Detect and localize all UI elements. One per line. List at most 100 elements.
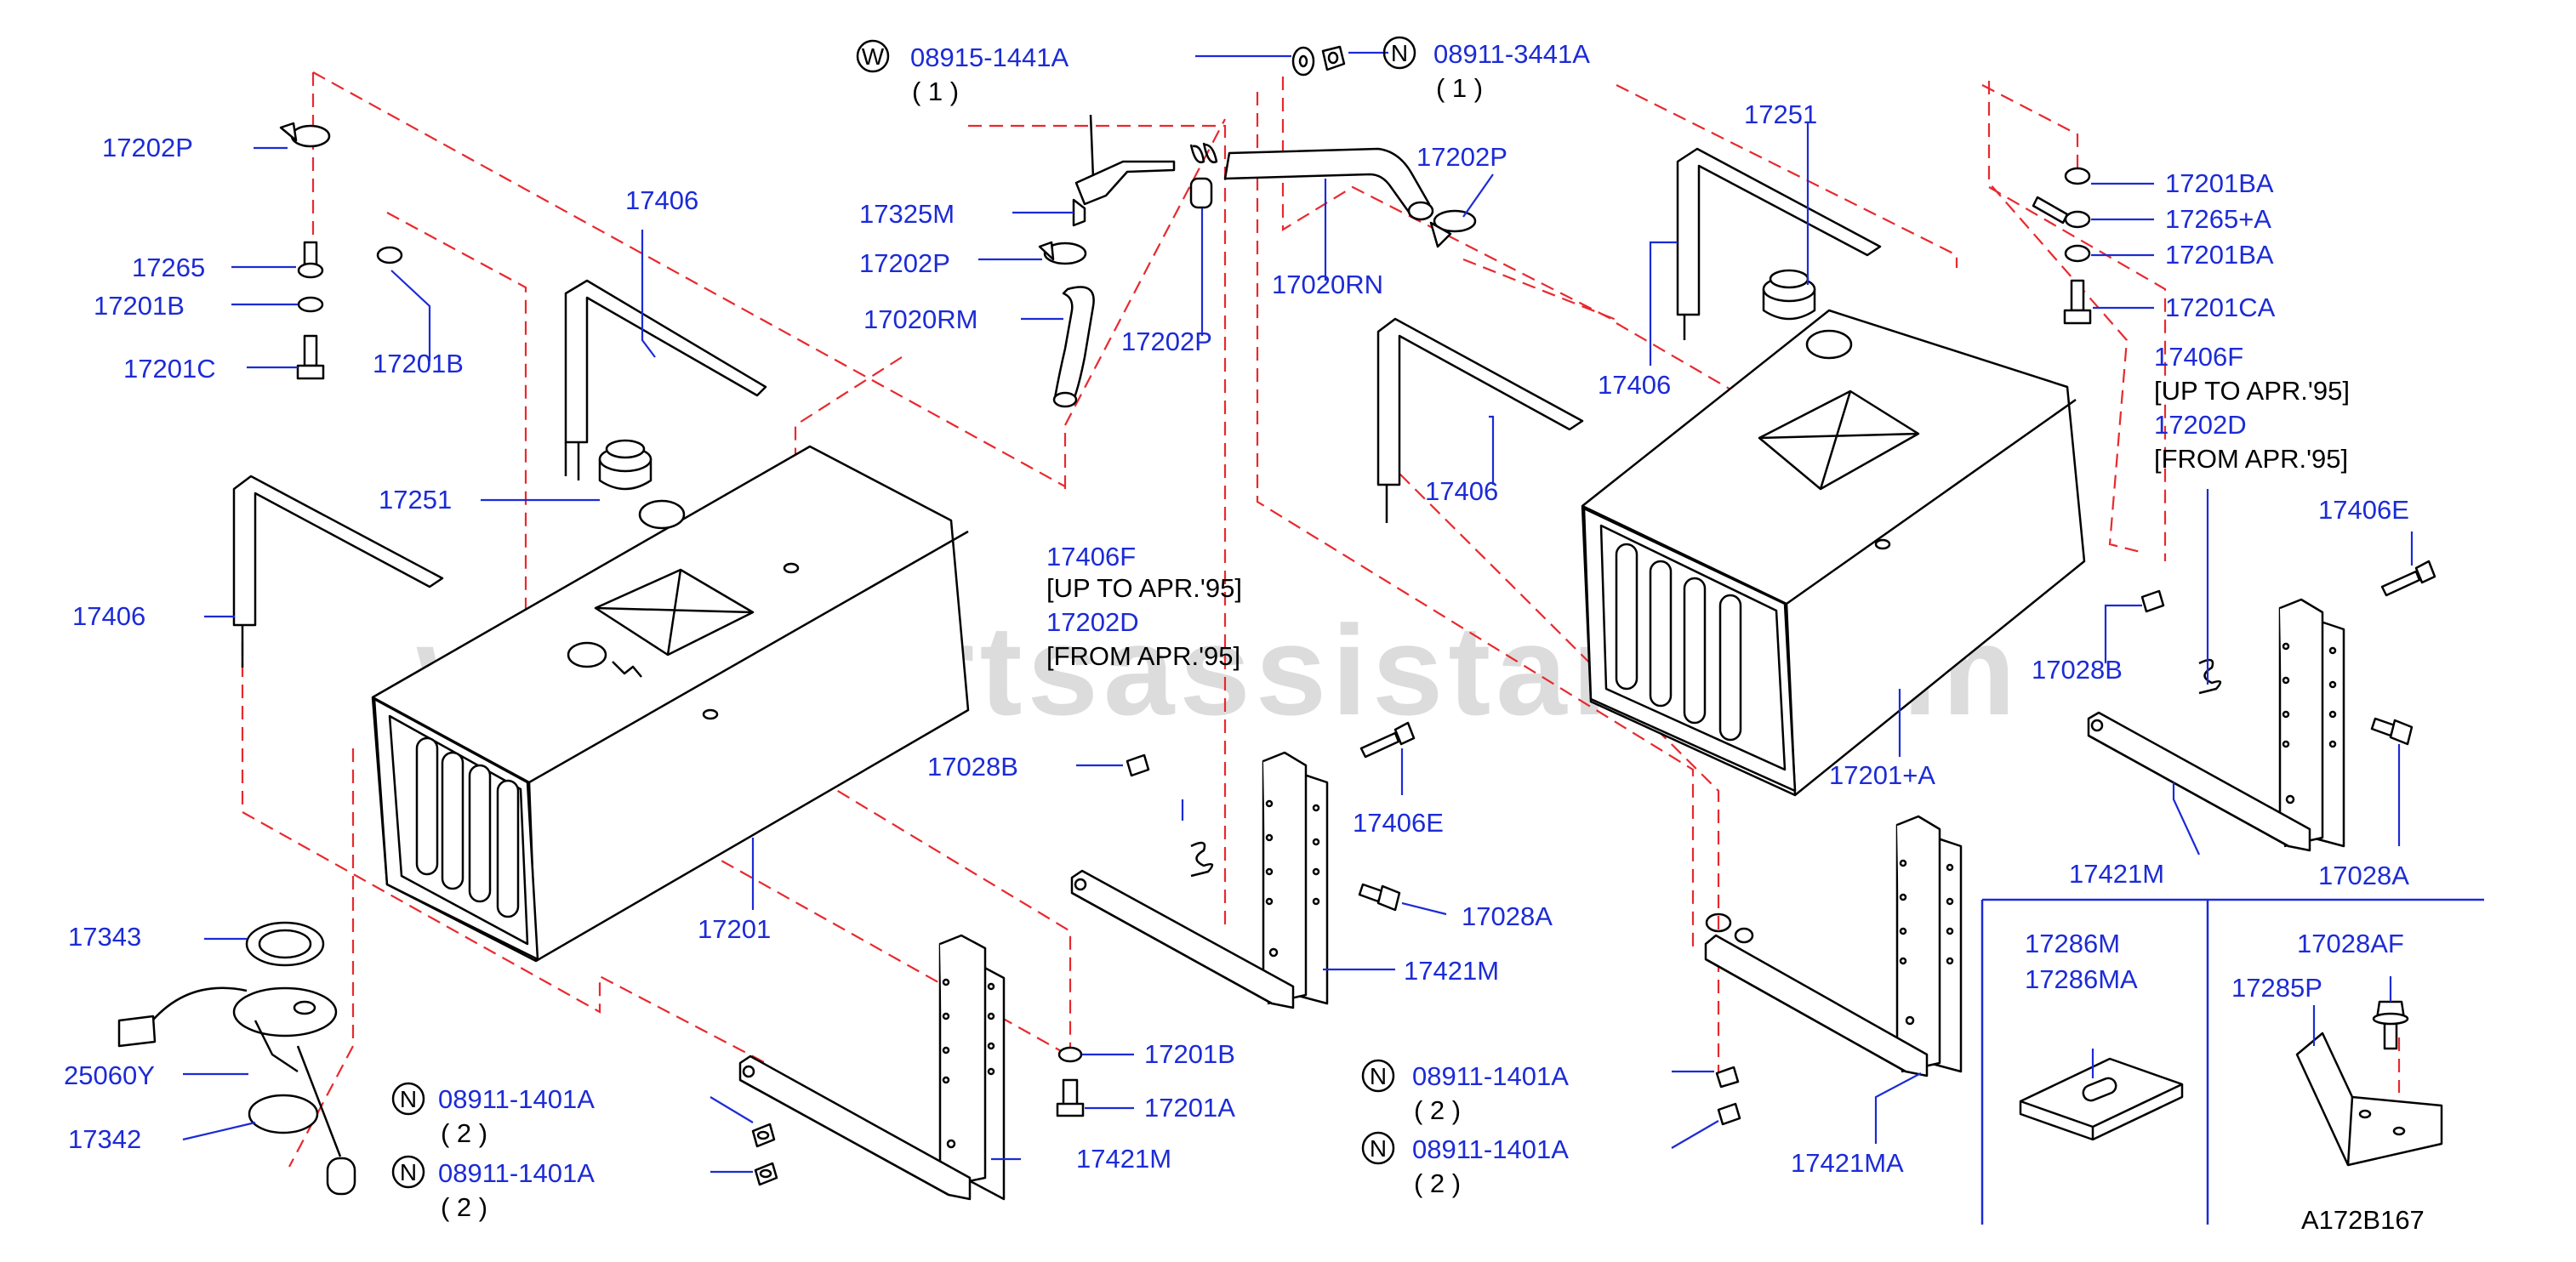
part-labels: 17202P 17265 17201B 17201C 17201B 17406 … <box>64 39 2425 1235</box>
bolt-17028a-right <box>2370 717 2414 746</box>
qty-mid-2: ( 2 ) <box>1414 1168 1461 1198</box>
label-17251-left: 17251 <box>379 485 452 514</box>
hose-17020rn <box>1223 147 1434 221</box>
bolt-17028af <box>2372 1000 2409 1050</box>
label-17406-right: 17406 <box>1598 370 1671 400</box>
label-17020rm: 17020RM <box>863 304 977 334</box>
label-17202d-right: 17202D <box>2154 410 2247 440</box>
qty-left-1: ( 2 ) <box>441 1118 487 1148</box>
label-17406f-right: 17406F <box>2154 342 2243 372</box>
qty-n-top: ( 1 ) <box>1436 73 1483 103</box>
label-17028a-mid: 17028A <box>1462 901 1553 931</box>
label-17202p-mid: 17202P <box>859 248 950 278</box>
bolt-17201a <box>1056 1078 1085 1117</box>
hose-clamp-top-left <box>279 122 331 148</box>
qty-left-2: ( 2 ) <box>441 1192 487 1222</box>
note-up-to-mid: [UP TO APR.'95] <box>1046 573 1242 603</box>
washer-17201b-left <box>297 296 324 313</box>
leader-lines <box>182 51 2414 1174</box>
circle-w: W <box>862 43 885 70</box>
label-17421m-bottom: 17421M <box>1076 1144 1171 1174</box>
label-17285p: 17285P <box>2231 973 2322 1003</box>
label-17406-left-upper: 17406 <box>625 185 698 215</box>
label-17202p-top-left: 17202P <box>102 133 193 162</box>
hose-17325m <box>1072 114 1176 227</box>
tank-band-left-upper <box>564 279 767 480</box>
qty-mid-1: ( 2 ) <box>1414 1095 1461 1125</box>
circle-n-top: N <box>1391 40 1408 66</box>
label-08911-1401a-left-2: 08911-1401A <box>438 1158 595 1188</box>
label-17201-left-tank: 17201 <box>698 914 771 944</box>
label-17286ma: 17286MA <box>2025 964 2138 994</box>
circle-n-left-2: N <box>400 1159 417 1185</box>
washer-17201b-bottom <box>1057 1046 1083 1063</box>
label-17406f-mid: 17406F <box>1046 542 1136 571</box>
protector-17285p <box>2295 1032 2443 1167</box>
label-17265a: 17265+A <box>2165 204 2271 234</box>
tank-band-center <box>1376 317 1584 523</box>
label-08911-1401a-mid-1: 08911-1401A <box>1412 1061 1569 1091</box>
bracket-17421m-right <box>2087 598 2345 852</box>
hose-clamp-17202p-right <box>1429 209 1477 248</box>
label-17325m: 17325M <box>859 199 955 229</box>
label-17028b-mid: 17028B <box>927 752 1018 782</box>
label-17286m: 17286M <box>2025 929 2120 958</box>
hose-clamp-17202p-mid <box>1038 241 1087 265</box>
label-17201b-bottom: 17201B <box>1144 1039 1235 1069</box>
label-17251-right: 17251 <box>1744 99 1817 129</box>
label-08911-3441a: 08911-3441A <box>1433 39 1590 69</box>
circle-n-left-1: N <box>400 1086 417 1112</box>
nut-left-1 <box>751 1123 776 1148</box>
label-17028b-right: 17028B <box>2032 655 2123 685</box>
hose-17020rm <box>1052 286 1095 408</box>
bracket-17421m-mid <box>1070 751 1329 1009</box>
label-17201a: 17201A <box>1144 1093 1235 1123</box>
bracket-17421m-bottom <box>738 934 1006 1201</box>
diagram-code: A172B167 <box>2301 1205 2425 1235</box>
label-17201b-right: 17201B <box>373 349 464 378</box>
label-25060y: 25060Y <box>64 1060 155 1090</box>
label-08911-1401a-mid-2: 08911-1401A <box>1412 1134 1569 1164</box>
label-17406-left-lower: 17406 <box>72 601 145 631</box>
note-up-to-right: [UP TO APR.'95] <box>2154 376 2350 406</box>
label-17202d-mid: 17202D <box>1046 607 1139 637</box>
bolt-17406e-right <box>2380 560 2436 597</box>
pin-17406f-mid <box>1190 841 1214 878</box>
inset-panels <box>1980 898 2484 1225</box>
label-17201ba-2: 17201BA <box>2165 240 2274 270</box>
qty-w: ( 1 ) <box>912 77 959 106</box>
nut-mid-2 <box>1717 1102 1741 1126</box>
bolt-17406e-mid <box>1359 721 1416 759</box>
label-17020rn: 17020RN <box>1272 270 1383 299</box>
bolt-17201c <box>296 334 325 380</box>
circle-n-mid-2: N <box>1370 1135 1387 1162</box>
protector-17286m <box>2019 1057 2184 1141</box>
label-17406e-mid: 17406E <box>1353 808 1444 838</box>
filler-cap-right <box>1762 269 1816 321</box>
bolt-17265 <box>297 241 324 279</box>
nut-17028b-right <box>2140 589 2165 613</box>
label-17201ba-1: 17201BA <box>2165 168 2274 198</box>
label-17201a-right-tank: 17201+A <box>1829 760 1935 790</box>
label-17201c: 17201C <box>123 354 216 384</box>
circle-n-mid-1: N <box>1370 1063 1387 1089</box>
label-17421m-mid: 17421M <box>1404 956 1499 986</box>
label-17406-center: 17406 <box>1425 476 1498 506</box>
label-17201b-left: 17201B <box>94 291 185 321</box>
label-17028af: 17028AF <box>2297 929 2404 958</box>
circle-letters: W N N N N N <box>391 36 1416 1189</box>
fuel-tank-left <box>371 445 970 963</box>
bracket-17421ma <box>1704 815 1963 1077</box>
bolt-17028a-mid <box>1358 883 1401 912</box>
sender-unit <box>117 921 356 1196</box>
label-17202p-low: 17202P <box>1121 327 1212 356</box>
label-17421m-right: 17421M <box>2069 859 2164 889</box>
washer-w-top <box>1291 46 1315 77</box>
filler-cap-left <box>598 439 653 491</box>
tank-band-right <box>1676 147 1882 340</box>
nut-mid-1 <box>1715 1066 1740 1089</box>
washer-17201ba-1 <box>2064 167 2091 185</box>
label-17406e-right: 17406E <box>2318 495 2409 525</box>
note-from-mid: [FROM APR.'95] <box>1046 641 1240 671</box>
